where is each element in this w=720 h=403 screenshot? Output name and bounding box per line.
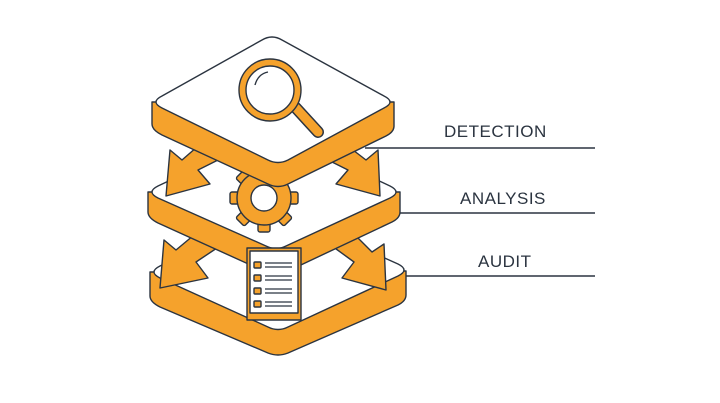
audit-label: AUDIT — [478, 252, 532, 271]
detection-label: DETECTION — [444, 122, 547, 141]
checklist-icon — [246, 247, 302, 321]
analysis-label: ANALYSIS — [460, 189, 546, 208]
magnifier-icon — [238, 58, 324, 138]
